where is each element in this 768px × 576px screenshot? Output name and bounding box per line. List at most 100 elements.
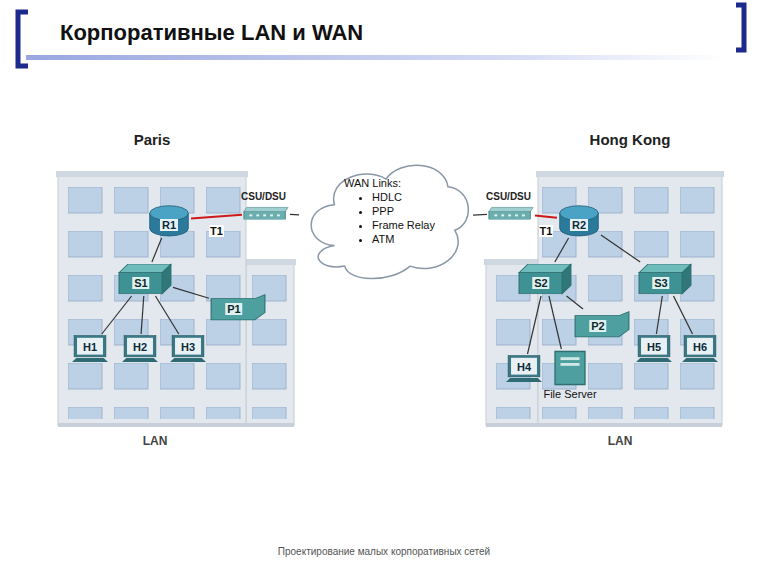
device-name: R2 (570, 219, 588, 231)
cable (567, 296, 583, 309)
cable (102, 296, 132, 334)
server-node: File Server (536, 350, 604, 422)
csu-icon (488, 206, 534, 220)
router-node: R2 (558, 203, 600, 237)
link-label: T1 (209, 225, 224, 237)
cloud-outline (311, 165, 468, 278)
wan-protocol: HDLC (372, 190, 435, 204)
cable (555, 238, 569, 262)
monitor-screen (511, 358, 537, 375)
monitor-stand (636, 358, 672, 362)
host-node: H6 (682, 335, 718, 363)
host-node: H4 (506, 355, 542, 383)
csu-body (244, 207, 288, 211)
cable (473, 214, 487, 216)
csu-led (515, 214, 518, 216)
site-name: Paris (134, 131, 171, 148)
ground (58, 423, 294, 427)
device-name: H6 (691, 341, 709, 353)
monitor-frame (74, 336, 106, 357)
device-name: H5 (645, 341, 663, 353)
wan-protocol: Frame Relay (372, 218, 435, 232)
server-slot (560, 357, 579, 360)
cable (290, 214, 299, 216)
ground (486, 423, 722, 427)
cable (549, 296, 561, 349)
printer-body (575, 312, 629, 337)
device-name: CSU/DSU (486, 191, 531, 202)
csu-led (277, 214, 280, 216)
switch-body (519, 273, 562, 294)
device-name: H1 (81, 341, 99, 353)
left-bracket (18, 12, 28, 66)
server-icon (536, 350, 604, 422)
cable (674, 296, 693, 334)
monitor-screen (127, 338, 153, 355)
cable (152, 238, 162, 262)
roof-trim (536, 171, 724, 177)
csu-front (489, 212, 530, 220)
monitor-stand (682, 358, 718, 362)
csu-led (522, 214, 525, 216)
switch-node: S2 (518, 263, 572, 295)
csu-icon (243, 206, 289, 220)
device-name: S1 (132, 277, 149, 289)
csu-led (270, 214, 273, 216)
device-name: H2 (131, 341, 149, 353)
building-windows (250, 269, 290, 419)
csu-led (249, 214, 252, 216)
csu-node: CSU/DSU (488, 206, 534, 220)
footer-text: Проектирование малых корпоративных сетей (278, 546, 490, 557)
title-underline (26, 55, 726, 60)
host-node: H2 (122, 335, 158, 363)
router-node: R1 (148, 203, 190, 237)
cable (601, 235, 640, 262)
device-name: P1 (225, 303, 242, 315)
switch-node: S3 (638, 263, 692, 295)
device-name: CSU/DSU (241, 191, 286, 202)
csu-led (494, 214, 497, 216)
link-label: T1 (539, 225, 554, 237)
csu-body (489, 207, 533, 211)
device-name: P2 (589, 320, 606, 332)
monitor-frame (684, 336, 716, 357)
csu-front (244, 212, 285, 220)
monitor-frame (172, 336, 204, 357)
wan-protocol: ATM (372, 232, 435, 246)
roof-trim (244, 259, 296, 265)
csu-led (508, 214, 511, 216)
host-node: H1 (72, 335, 108, 363)
monitor-stand (170, 358, 206, 362)
t1-link (191, 215, 242, 219)
wan-heading: WAN Links: (344, 176, 435, 190)
switch-side (162, 264, 171, 293)
monitor-screen (77, 338, 103, 355)
cloud-text: WAN Links:HDLCPPPFrame RelayATM (344, 176, 435, 246)
monitor-stand (506, 378, 542, 382)
wan-protocol: PPP (372, 204, 435, 218)
network-label: LAN (143, 434, 168, 448)
switch-side (562, 264, 571, 293)
site-name: Hong Kong (590, 131, 671, 148)
device-name: H3 (179, 341, 197, 353)
monitor-frame (508, 356, 540, 377)
monitor-screen (641, 338, 667, 355)
printer-node: P2 (574, 310, 630, 338)
device-name: H4 (515, 361, 533, 373)
cloud-node: WAN Links:HDLCPPPFrame RelayATM (300, 156, 472, 284)
monitor-stand (122, 358, 158, 362)
csu-led (256, 214, 259, 216)
t1-link (535, 215, 557, 217)
slide-title: Корпоративные LAN и WAN (60, 20, 363, 46)
network-label: LAN (608, 434, 633, 448)
printer-node: P1 (210, 293, 266, 321)
device-name: S3 (652, 277, 669, 289)
cable (155, 296, 178, 334)
switch-body (639, 273, 682, 294)
switch-body (119, 273, 162, 294)
cable (656, 296, 662, 334)
host-node: H3 (170, 335, 206, 363)
monitor-frame (124, 336, 156, 357)
device-name: R1 (160, 219, 178, 231)
monitor-screen (175, 338, 201, 355)
